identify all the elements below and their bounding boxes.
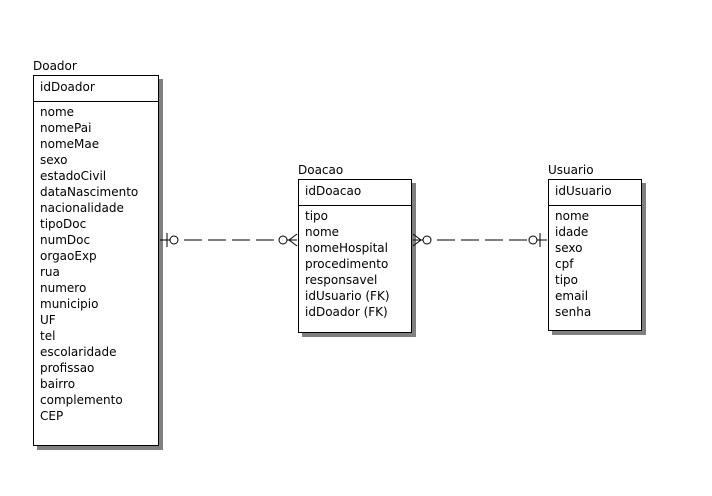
attribute: tipo: [555, 273, 578, 287]
attribute: senha: [555, 305, 592, 319]
relationship-doador-doacao[interactable]: [160, 233, 298, 247]
primary-key-idusuario: idUsuario: [549, 180, 641, 206]
attribute: nomePai: [40, 121, 92, 135]
zero-or-one-marker: [528, 233, 541, 247]
attribute: CEP: [40, 409, 64, 423]
attribute: sexo: [555, 241, 583, 255]
attribute: numDoc: [40, 233, 91, 247]
zero-or-many-marker: [278, 233, 298, 247]
entity-title-doador: Doador: [33, 59, 77, 73]
zero-or-many-marker: [412, 233, 432, 247]
attribute: municipio: [40, 297, 99, 311]
attribute: idUsuario (FK): [305, 289, 390, 303]
attribute: UF: [40, 313, 56, 327]
attribute-list-doacao: tipo nome nomeHospital procedimento responsa…: [299, 206, 411, 320]
attribute: tel: [40, 329, 56, 343]
attribute: nacionalidade: [40, 201, 124, 215]
attribute: complemento: [40, 393, 123, 407]
primary-key-iddoador: idDoador: [34, 76, 158, 102]
attribute: responsavel: [305, 273, 378, 287]
attribute: escolaridade: [40, 345, 117, 359]
primary-key-iddoacao: idDoacao: [299, 180, 411, 206]
attribute: numero: [40, 281, 87, 295]
zero-or-one-marker: [166, 233, 179, 247]
attribute: bairro: [40, 377, 76, 391]
attribute: nome: [40, 105, 75, 119]
attribute: email: [555, 289, 589, 303]
attribute: procedimento: [305, 257, 389, 271]
attribute: idDoador (FK): [305, 305, 388, 319]
attribute: cpf: [555, 257, 574, 271]
entity-title-doacao: Doacao: [298, 163, 344, 177]
entity-doador[interactable]: idDoador nome nomePai nomeMae sexo estadoCiv…: [33, 75, 159, 446]
attribute: sexo: [40, 153, 68, 167]
entity-title-usuario: Usuario: [548, 163, 594, 177]
attribute: nome: [555, 209, 590, 223]
entity-doacao[interactable]: idDoacao tipo nome nomeHospital procediment…: [298, 179, 412, 333]
relationship-doacao-usuario[interactable]: [412, 233, 547, 247]
attribute: tipoDoc: [40, 217, 87, 231]
attribute: dataNascimento: [40, 185, 139, 199]
attribute: nomeHospital: [305, 241, 388, 255]
attribute: idade: [555, 225, 589, 239]
attribute: nome: [305, 225, 340, 239]
attribute: tipo: [305, 209, 328, 223]
attribute-list-doador: nome nomePai nomeMae sexo estadoCivil dataNas…: [34, 102, 158, 424]
entity-usuario[interactable]: idUsuario nome idade sexo cpf tipo email senha: [548, 179, 642, 331]
attribute: profissao: [40, 361, 95, 375]
attribute: rua: [40, 265, 60, 279]
attribute: orgaoExp: [40, 249, 97, 263]
attribute: estadoCivil: [40, 169, 107, 183]
attribute: nomeMae: [40, 137, 100, 151]
attribute-list-usuario: nome idade sexo cpf tipo email senha: [549, 206, 641, 320]
